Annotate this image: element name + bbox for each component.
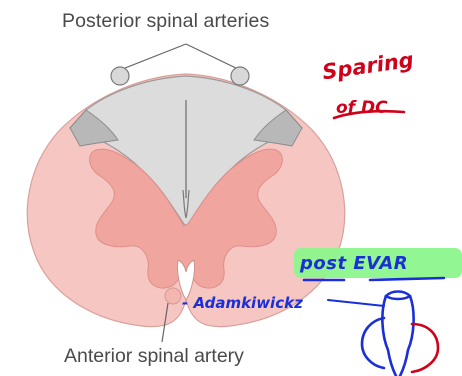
anterior-spinal-artery-label: Anterior spinal artery bbox=[64, 345, 244, 368]
handwritten-post-evar: post EVAR bbox=[300, 253, 408, 274]
anterior-spinal-artery bbox=[165, 288, 181, 304]
aortic-stent-graft-sketch bbox=[382, 296, 413, 376]
blue-arrow-to-aorta bbox=[328, 300, 384, 306]
posterior-spinal-arteries-label: Posterior spinal arteries bbox=[62, 10, 269, 33]
posterior-spinal-artery-right bbox=[231, 67, 249, 85]
blue-underline-evar bbox=[370, 278, 444, 280]
stent-graft-top bbox=[386, 292, 410, 300]
posterior-spinal-artery-left bbox=[111, 67, 129, 85]
handwritten-adamkiewicz: - Adamkiwickz bbox=[182, 294, 303, 312]
handwritten-of-dc: of DC bbox=[336, 98, 388, 118]
aorta-right-red-outline bbox=[412, 324, 438, 372]
posterior-artery-pointer-right bbox=[186, 44, 240, 70]
aorta-left-wall bbox=[362, 318, 384, 368]
posterior-artery-pointer-left bbox=[120, 44, 186, 70]
